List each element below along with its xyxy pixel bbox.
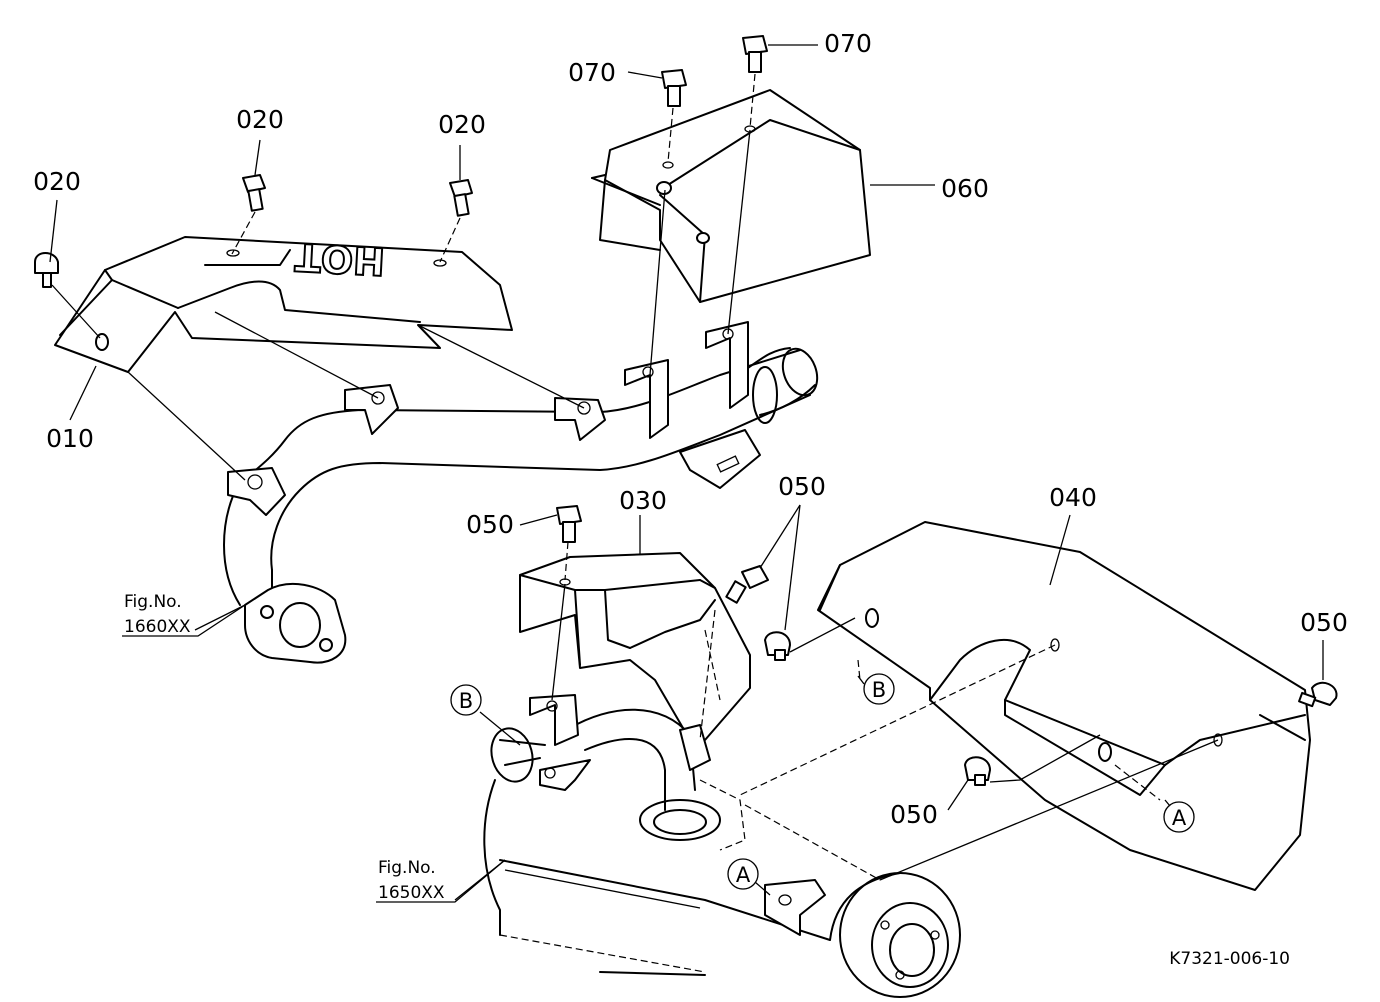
alignment-lines: [51, 73, 1219, 881]
callout-060: 060: [941, 174, 989, 203]
callout-050-lower: 050: [890, 800, 938, 829]
callout-070-left: 070: [568, 58, 616, 87]
heat-shield-060: [591, 89, 871, 303]
marker-a-right: A: [1172, 806, 1187, 830]
callout-050-right: 050: [1300, 608, 1348, 637]
bolt-070-right-icon: [742, 35, 768, 73]
callout-050-upper: 050: [778, 472, 826, 501]
callout-040: 040: [1049, 483, 1097, 512]
callout-020-left: 020: [33, 167, 81, 196]
heat-shield-040: [817, 521, 1311, 891]
bolt-020-right-icon: [449, 179, 473, 217]
bolt-020-left-icon: [34, 252, 59, 288]
fig-ref-1650-code: 1650XX: [378, 883, 445, 903]
marker-b-left: B: [459, 689, 473, 713]
reference-markers: B B A A: [450, 673, 1195, 896]
callout-020-middle: 020: [236, 105, 284, 134]
bolt-050-dome-right-icon: [1298, 681, 1338, 708]
callout-020-right: 020: [438, 110, 486, 139]
bolt-070-left-icon: [661, 69, 687, 107]
marker-a-clip: A: [736, 863, 751, 887]
heat-shield-010: HOT: [54, 234, 513, 373]
callout-050-top: 050: [466, 510, 514, 539]
fig-ref-1660-title: Fig.No.: [124, 592, 182, 612]
callout-labels: 020 020 020 010 070 070 060 050 030 050 …: [33, 29, 1348, 829]
muffler: [483, 694, 961, 998]
fig-ref-1660-code: 1660XX: [124, 617, 191, 637]
fig-ref-1650-title: Fig.No.: [378, 858, 436, 878]
hot-warning-stamp: HOT: [294, 235, 386, 284]
marker-b-right: B: [872, 678, 886, 702]
callout-leaders: [49, 44, 1324, 901]
bolt-050-dome-b-icon: [764, 631, 791, 661]
bolt-050-angled-icon: [725, 565, 769, 604]
bolts: [34, 35, 1338, 786]
bolt-050-top-icon: [556, 505, 582, 543]
bolt-050-dome-a-icon: [964, 756, 991, 786]
callout-030: 030: [619, 486, 667, 515]
drawing-code: K7321-006-10: [1169, 949, 1290, 969]
figure-references: Fig.No. 1660XX Fig.No. 1650XX: [122, 592, 506, 903]
bolt-020-middle-icon: [242, 174, 266, 212]
exhaust-manifold-pipe: [223, 321, 819, 664]
callout-070-right: 070: [824, 29, 872, 58]
callout-010: 010: [46, 424, 94, 453]
